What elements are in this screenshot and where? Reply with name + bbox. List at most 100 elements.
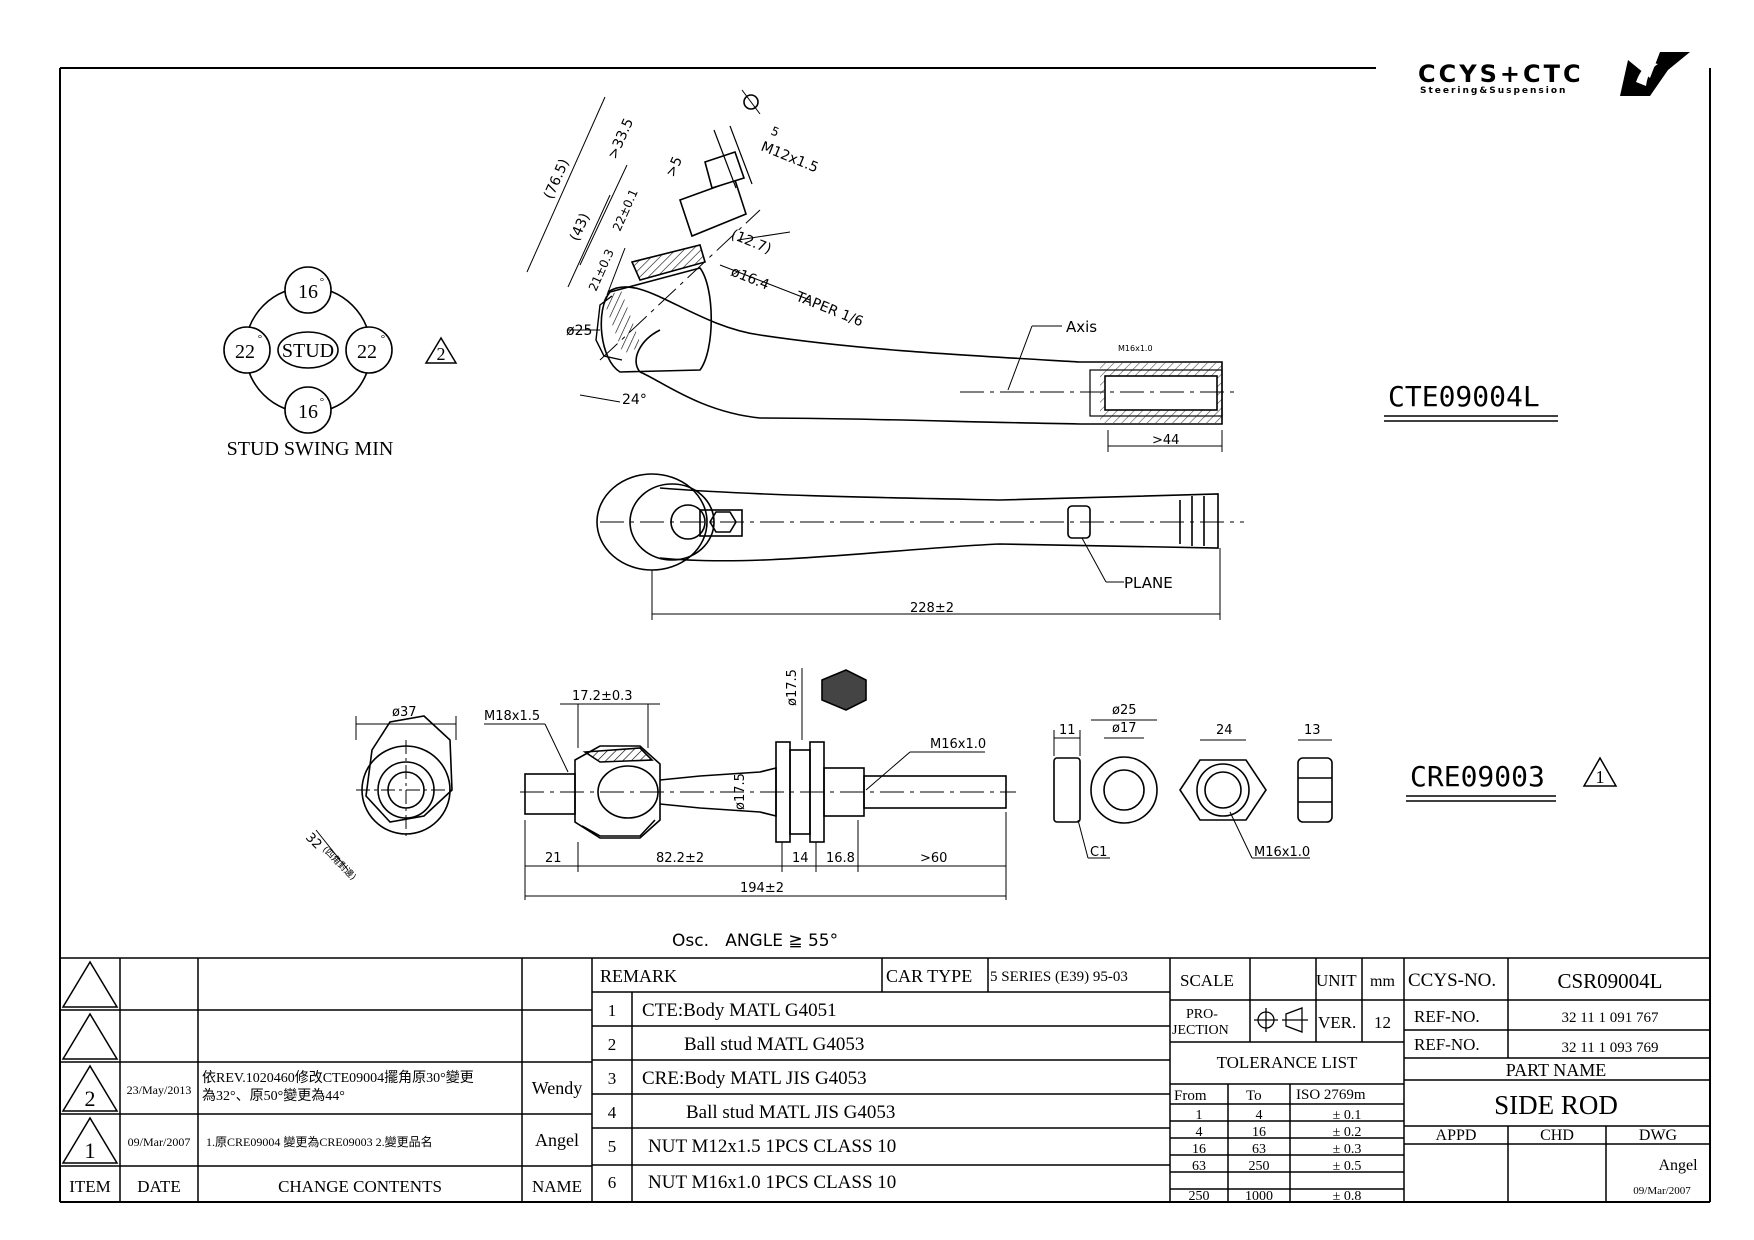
tol-header-from: From <box>1174 1088 1207 1104</box>
remark-no-5: 5 <box>608 1137 617 1156</box>
deg-left: ° <box>258 333 262 345</box>
title-block-grid <box>60 957 1710 1202</box>
rev-row3-date: 23/May/2013 <box>127 1083 192 1097</box>
dim-m12: M12x1.5 <box>759 139 821 176</box>
appd-label: APPD <box>1436 1127 1477 1144</box>
deg-right: ° <box>381 333 385 345</box>
ccys-label: CCYS-NO. <box>1408 970 1496 991</box>
dwg-label: DWG <box>1639 1127 1678 1144</box>
dim-washer-17: ø17 <box>1112 721 1137 736</box>
dim-228: 228±2 <box>910 601 954 616</box>
ver-value: 12 <box>1374 1013 1391 1032</box>
car-type-label: CAR TYPE <box>886 966 972 986</box>
rev-row3-mark: 2 <box>85 1086 96 1111</box>
tol-val-1: ± 0.1 <box>1333 1108 1362 1123</box>
dim-taper: TAPER 1/6 <box>793 288 866 330</box>
revision-mark-2: 2 <box>424 336 458 364</box>
dwg-date: 09/Mar/2007 <box>1633 1185 1691 1197</box>
ccys-number: CSR09004L <box>1557 969 1662 993</box>
parts-dimension-lines <box>1053 719 1332 859</box>
tol-val-5: ± 0.8 <box>1333 1189 1362 1204</box>
swing-bottom: 16 <box>298 401 318 423</box>
unit-value: mm <box>1370 973 1395 990</box>
header-change: CHANGE CONTENTS <box>278 1177 442 1196</box>
cte-top-view <box>595 89 1240 425</box>
dim-5: >5 <box>663 154 686 179</box>
ref-label-2: REF-NO. <box>1414 1035 1480 1054</box>
swing-label: STUD SWING MIN <box>227 438 394 460</box>
logo-tagline: Steering&Suspension <box>1420 86 1567 96</box>
deg-top: ° <box>320 276 324 288</box>
svg-text:2: 2 <box>437 344 446 364</box>
rev-row4-date: 09/Mar/2007 <box>128 1135 191 1149</box>
ref-number-2: 32 11 1 093 769 <box>1562 1040 1659 1056</box>
dim-m16-cre: M16x1.0 <box>930 737 986 752</box>
cte-dimension-lines <box>526 96 1223 452</box>
chd-label: CHD <box>1540 1127 1574 1144</box>
tol-to-1: 4 <box>1256 1108 1263 1123</box>
logo-swoosh-icon <box>1620 52 1690 96</box>
dim-32-note: (四角對邊) <box>320 844 359 883</box>
projection-label-b: JECTION <box>1172 1023 1229 1038</box>
swing-left: 22 <box>235 341 255 363</box>
dim-25: ø25 <box>566 323 592 339</box>
rev-row3-content-b: 為32°、原50°變更為44° <box>202 1088 345 1104</box>
seg-60: >60 <box>920 851 947 866</box>
tol-from-2: 4 <box>1196 1125 1203 1140</box>
dim-nut-24: 24 <box>1216 723 1233 738</box>
cre-side-view <box>520 669 1016 843</box>
dim-24deg: 24° <box>622 392 647 408</box>
dim-m16-top: M16x1.0 <box>1118 344 1153 353</box>
remark-text-3: CRE:Body MATL JIS G4053 <box>642 1068 867 1089</box>
ref-label-1: REF-NO. <box>1414 1007 1480 1026</box>
dim-5-tol: 5 <box>769 124 781 140</box>
swing-stud: STUD <box>282 340 334 362</box>
dim-37: ø37 <box>392 705 417 720</box>
cre-end-view <box>315 715 457 871</box>
dim-21: 21±0.3 <box>586 247 617 293</box>
rev-row4-content: 1.原CRE09004 變更為CRE09003 2.變更品名 <box>206 1134 433 1149</box>
tol-val-3: ± 0.3 <box>1333 1142 1362 1157</box>
dim-nut-m16: M16x1.0 <box>1254 845 1310 860</box>
rev-row3-content-a: 依REV.1020460修改CTE09004擺角原30°變更 <box>202 1070 474 1086</box>
plane-label: PLANE <box>1124 574 1173 592</box>
tol-header-to: To <box>1246 1088 1262 1104</box>
remark-no-2: 2 <box>608 1035 617 1054</box>
stud-swing-diagram <box>223 266 393 434</box>
swing-right: 22 <box>357 341 377 363</box>
tol-to-3: 63 <box>1252 1142 1266 1157</box>
svg-text:CRE09003: CRE09003 <box>1410 760 1545 793</box>
logo-brand: CCYS+CTC <box>1418 60 1584 88</box>
svg-text:CTE09004L: CTE09004L <box>1388 380 1540 413</box>
ver-label: VER. <box>1318 1013 1356 1032</box>
washer-and-nut-views <box>1053 756 1333 824</box>
projection-symbol-icon <box>1254 1007 1308 1033</box>
dim-22: 22±0.1 <box>610 187 641 233</box>
cte-plan-view <box>596 473 1244 620</box>
tol-val-2: ± 0.2 <box>1333 1125 1362 1140</box>
header-item: ITEM <box>69 1177 111 1196</box>
remark-no-3: 3 <box>608 1069 617 1088</box>
dim-12-7: (12.7) <box>729 227 774 258</box>
tol-from-4: 63 <box>1192 1159 1206 1174</box>
projection-label-a: PRO- <box>1186 1007 1218 1022</box>
remark-no-6: 6 <box>608 1173 617 1192</box>
dim-44: >44 <box>1152 433 1179 448</box>
tol-header-iso: ISO 2769m <box>1296 1087 1366 1103</box>
dim-c1: C1 <box>1090 845 1107 860</box>
tol-to-4: 250 <box>1249 1159 1270 1174</box>
seg-14: 14 <box>792 851 809 866</box>
part-number-cre: CRE09003 1 <box>1406 756 1618 802</box>
rev-row4-name: Angel <box>535 1130 579 1150</box>
dim-17-2: 17.2±0.3 <box>572 689 633 704</box>
remark-text-6: NUT M16x1.0 1PCS CLASS 10 <box>648 1172 896 1193</box>
remark-no-1: 1 <box>608 1001 617 1020</box>
unit-label: UNIT <box>1316 971 1357 990</box>
dim-194: 194±2 <box>740 881 784 896</box>
rev-row3-name: Wendy <box>532 1078 583 1098</box>
revision-triangles <box>61 960 119 1164</box>
remark-text-4: Ball stud MATL JIS G4053 <box>686 1102 895 1123</box>
tol-from-5: 250 <box>1189 1189 1210 1204</box>
revision-mark-1: 1 <box>1596 767 1605 787</box>
